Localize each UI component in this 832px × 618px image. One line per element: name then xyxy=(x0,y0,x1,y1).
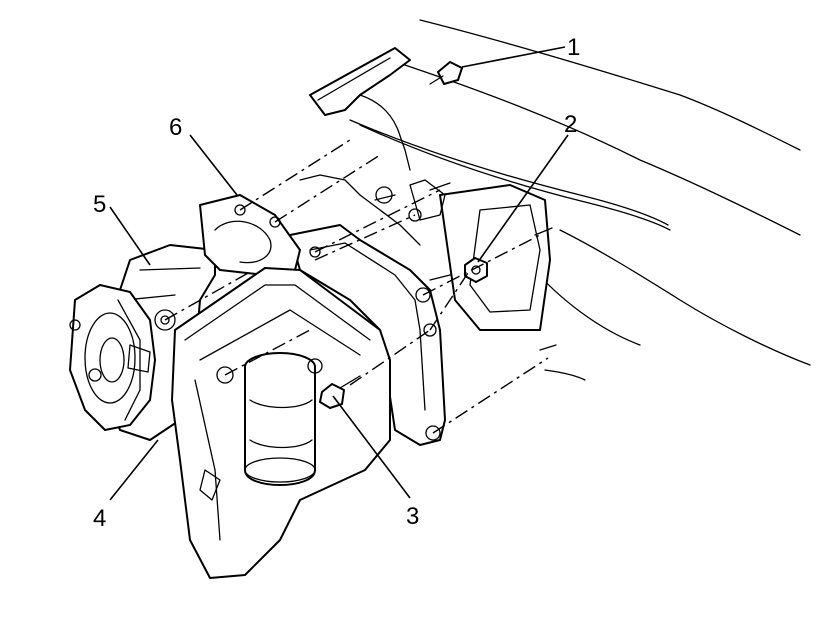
mounting-bracket-frame xyxy=(289,224,446,446)
bolt-1-fastener xyxy=(429,61,463,85)
nut-2-fastener xyxy=(464,257,488,283)
callout-2: 2 xyxy=(564,111,577,138)
alignment-lines xyxy=(164,139,549,434)
upper-bracket-plate xyxy=(199,194,301,276)
receiver-drier-assembly xyxy=(171,267,391,579)
callout-5: 5 xyxy=(93,191,106,218)
clutch-pulley-assembly xyxy=(69,284,156,431)
callout-1: 1 xyxy=(567,34,580,61)
body-mount-bracket xyxy=(299,47,421,246)
leader-lines xyxy=(109,46,569,501)
callout-4: 4 xyxy=(93,505,106,532)
body-studs xyxy=(374,182,557,351)
callout-6: 6 xyxy=(169,114,182,141)
callout-3: 3 xyxy=(406,503,419,530)
